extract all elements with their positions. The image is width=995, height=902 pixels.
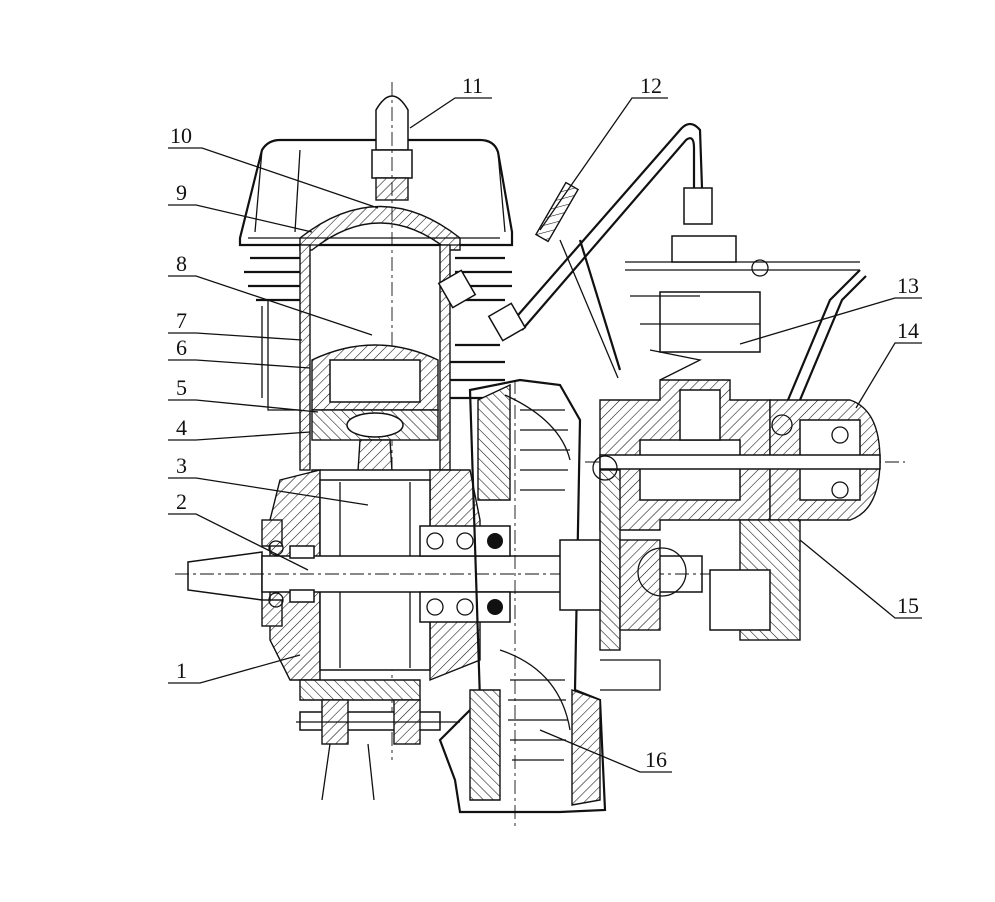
callout-3: 3 bbox=[176, 453, 187, 478]
callout-14: 14 bbox=[897, 318, 919, 343]
callout-15: 15 bbox=[897, 593, 919, 618]
fan-housing bbox=[438, 378, 607, 830]
mounting-bolts bbox=[296, 699, 460, 801]
callout-4: 4 bbox=[176, 415, 187, 440]
head-shroud bbox=[238, 138, 514, 247]
callout-8: 8 bbox=[176, 251, 187, 276]
flywheel-gears bbox=[559, 455, 687, 691]
callout-5: 5 bbox=[176, 375, 187, 400]
spark-plug bbox=[371, 82, 413, 760]
callout-6: 6 bbox=[176, 335, 187, 360]
fuel-line bbox=[437, 122, 713, 379]
callout-10: 10 bbox=[170, 123, 192, 148]
callout-labels: 1 2 3 4 5 6 7 8 9 10 11 12 13 14 15 16 bbox=[170, 73, 919, 772]
leader-lines bbox=[168, 97, 922, 773]
callout-9: 9 bbox=[176, 180, 187, 205]
main-bearings bbox=[419, 525, 511, 623]
carburettor bbox=[625, 235, 867, 401]
cylinder-head bbox=[248, 205, 500, 251]
callout-1: 1 bbox=[176, 658, 187, 683]
callout-13: 13 bbox=[897, 273, 919, 298]
callout-2: 2 bbox=[176, 489, 187, 514]
callout-11: 11 bbox=[462, 73, 483, 98]
callout-12: 12 bbox=[640, 73, 662, 98]
magneto bbox=[585, 379, 905, 641]
piston bbox=[311, 344, 439, 441]
callout-16: 16 bbox=[645, 747, 667, 772]
callout-7: 7 bbox=[176, 308, 187, 333]
